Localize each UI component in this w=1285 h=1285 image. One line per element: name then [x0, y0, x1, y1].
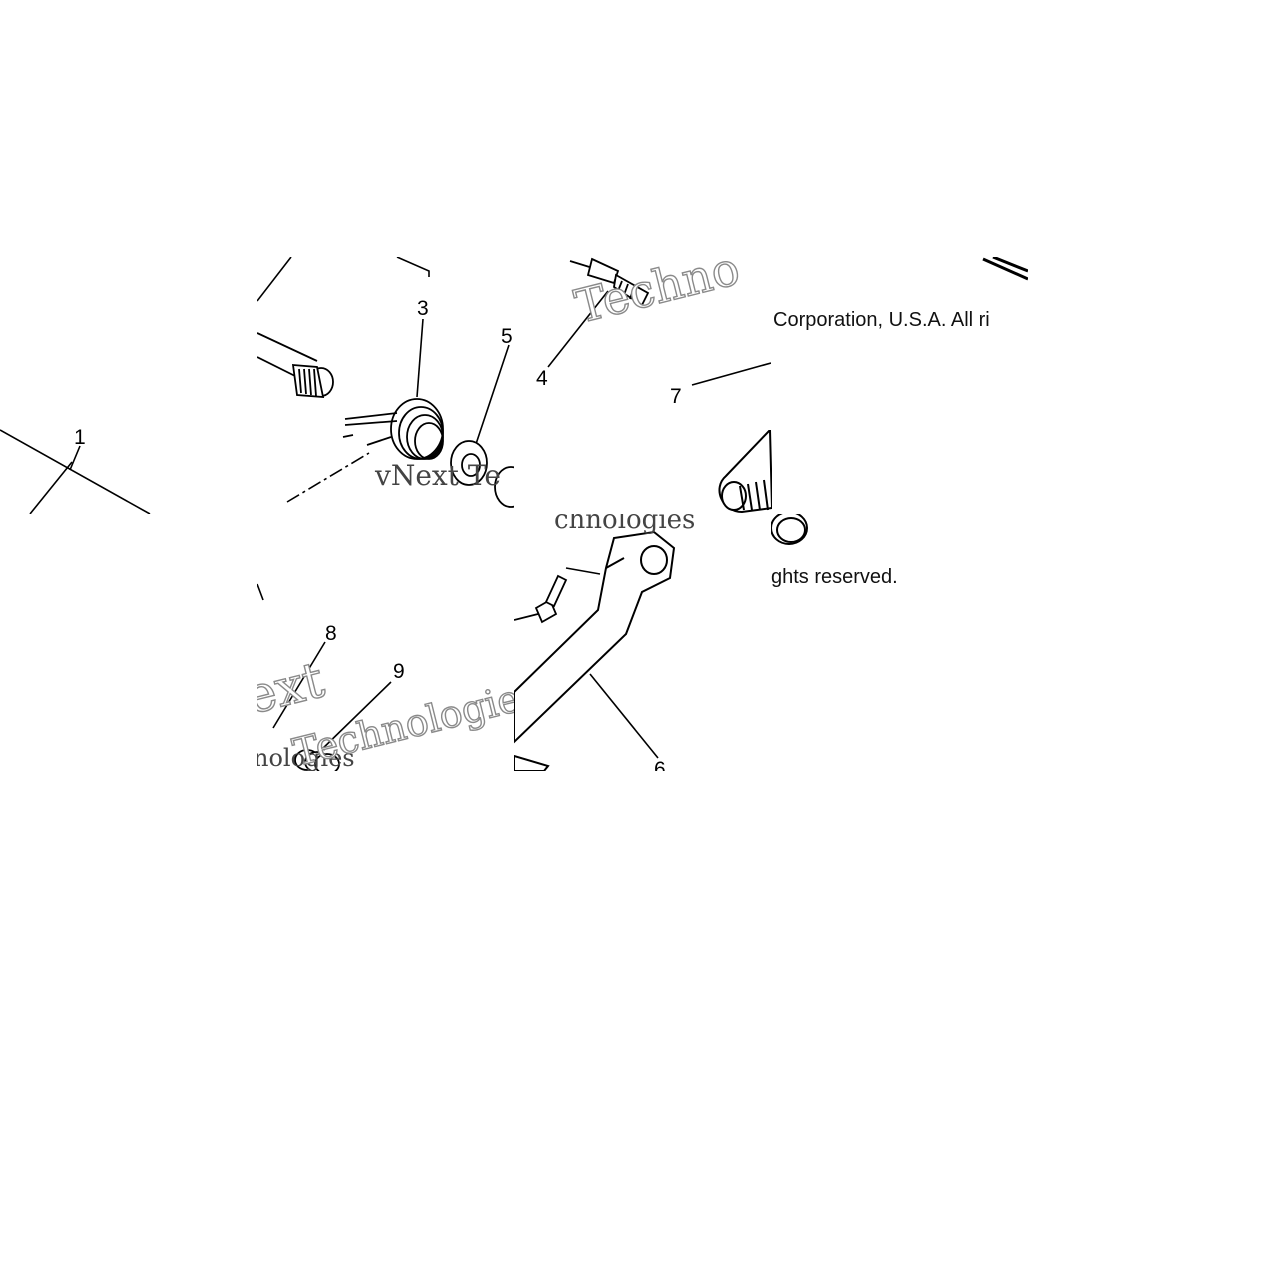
- leader-line-3: [416, 318, 424, 398]
- pedal-shaft-end: [514, 754, 550, 771]
- leader-line-8: [272, 641, 326, 729]
- callout-7: 7: [670, 385, 682, 408]
- washer-part: [771, 514, 808, 545]
- leader-line-5: [472, 344, 510, 454]
- tile-spring: 3: [257, 257, 514, 514]
- callout-8: 8: [325, 622, 337, 645]
- callout-1: 1: [74, 426, 86, 449]
- tile-pin: [712, 430, 772, 514]
- pin-part: [718, 430, 772, 514]
- leader-line-6: [589, 673, 659, 759]
- callout-6: 6: [654, 758, 666, 771]
- tile-pedal-shaft: 8 9 ext nologies Technologie: [257, 514, 514, 771]
- leader-line-7: [691, 362, 771, 386]
- callout-3: 3: [417, 297, 429, 320]
- tile-left: 1: [0, 410, 160, 514]
- watermark-text-5: nologies: [257, 744, 355, 771]
- pin-top: [982, 257, 1028, 281]
- watermark-text-4: ext: [257, 651, 329, 726]
- leader-line-4: [547, 290, 609, 368]
- callout-9: 9: [393, 660, 405, 683]
- callout-5: 5: [501, 325, 513, 348]
- bolt-part: [569, 257, 650, 307]
- watermark-text-3: chnologies: [554, 514, 695, 535]
- tile-bolt: 4 7 Techno: [514, 257, 771, 514]
- leader-line-9: [316, 681, 392, 755]
- shaft-part: [257, 332, 334, 398]
- tile-copyright-2: ghts reserved.: [771, 514, 931, 594]
- small-bolt: [514, 574, 568, 624]
- leader-line-1: [0, 429, 151, 514]
- pedal-arm-part: [514, 530, 676, 744]
- leader-line-1b: [69, 445, 81, 471]
- spring-part: [342, 398, 444, 460]
- copyright-line-2: ghts reserved.: [771, 566, 898, 588]
- spring-end: [294, 749, 340, 771]
- watermark-text-2: vNext Te: [374, 459, 501, 492]
- shaft-edge: [29, 461, 73, 514]
- collar-part: [450, 440, 514, 508]
- callout-4: 4: [536, 367, 548, 390]
- tile-copyright: Corporation, U.S.A. All ri: [771, 257, 1028, 514]
- copyright-line-1: Corporation, U.S.A. All ri: [773, 309, 990, 331]
- tile-pedal-arm: 6 chnologies: [514, 514, 771, 771]
